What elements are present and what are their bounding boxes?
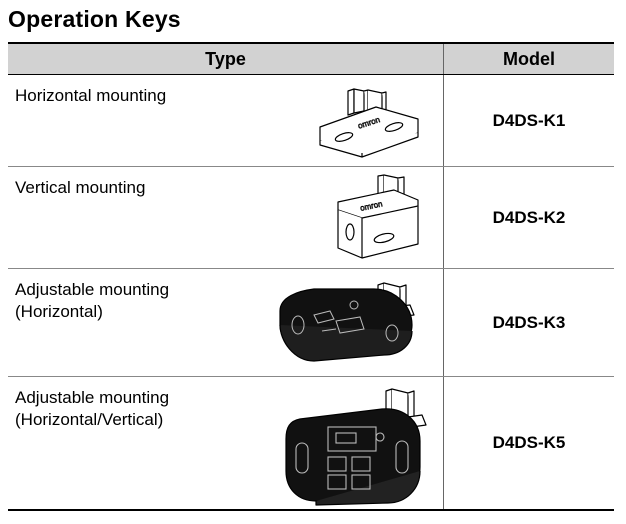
table-row: Adjustable mounting (Horizontal/Vertical… — [8, 377, 614, 511]
header-model: Model — [503, 49, 555, 69]
table-row: Adjustable mounting (Horizontal) — [8, 269, 614, 377]
adjustable-hv-key-icon — [285, 388, 427, 506]
type-cell: Adjustable mounting (Horizontal) — [8, 269, 444, 376]
model-cell: D4DS-K5 — [492, 433, 566, 452]
type-label: Adjustable mounting (Horizontal/Vertical… — [15, 388, 170, 429]
horizontal-key-icon: omron — [319, 88, 419, 158]
type-label: Adjustable mounting (Horizontal) — [15, 280, 170, 321]
vertical-key-icon: omron — [337, 174, 419, 259]
model-cell: D4DS-K1 — [492, 110, 566, 130]
page-title: Operation Keys — [8, 6, 181, 32]
type-cell: Horizontal mounting omron — [8, 75, 444, 166]
model-cell: D4DS-K3 — [492, 312, 566, 332]
adjustable-horizontal-key-icon — [279, 282, 415, 362]
model-cell: D4DS-K2 — [492, 207, 566, 227]
type-label: Horizontal mounting — [15, 86, 167, 105]
header-type: Type — [8, 44, 444, 74]
table-top-rule — [8, 42, 614, 44]
table-row: Vertical mounting omron D4DS-K2 — [8, 167, 614, 269]
table-row: Horizontal mounting omron D4DS-K1 — [8, 75, 614, 167]
type-cell: Vertical mounting omron — [8, 167, 444, 268]
type-cell: Adjustable mounting (Horizontal/Vertical… — [8, 377, 444, 509]
table-header-row: Type Model — [8, 44, 614, 75]
operation-keys-table: Type Model Horizontal mounting o — [8, 42, 614, 511]
type-label: Vertical mounting — [15, 178, 146, 197]
